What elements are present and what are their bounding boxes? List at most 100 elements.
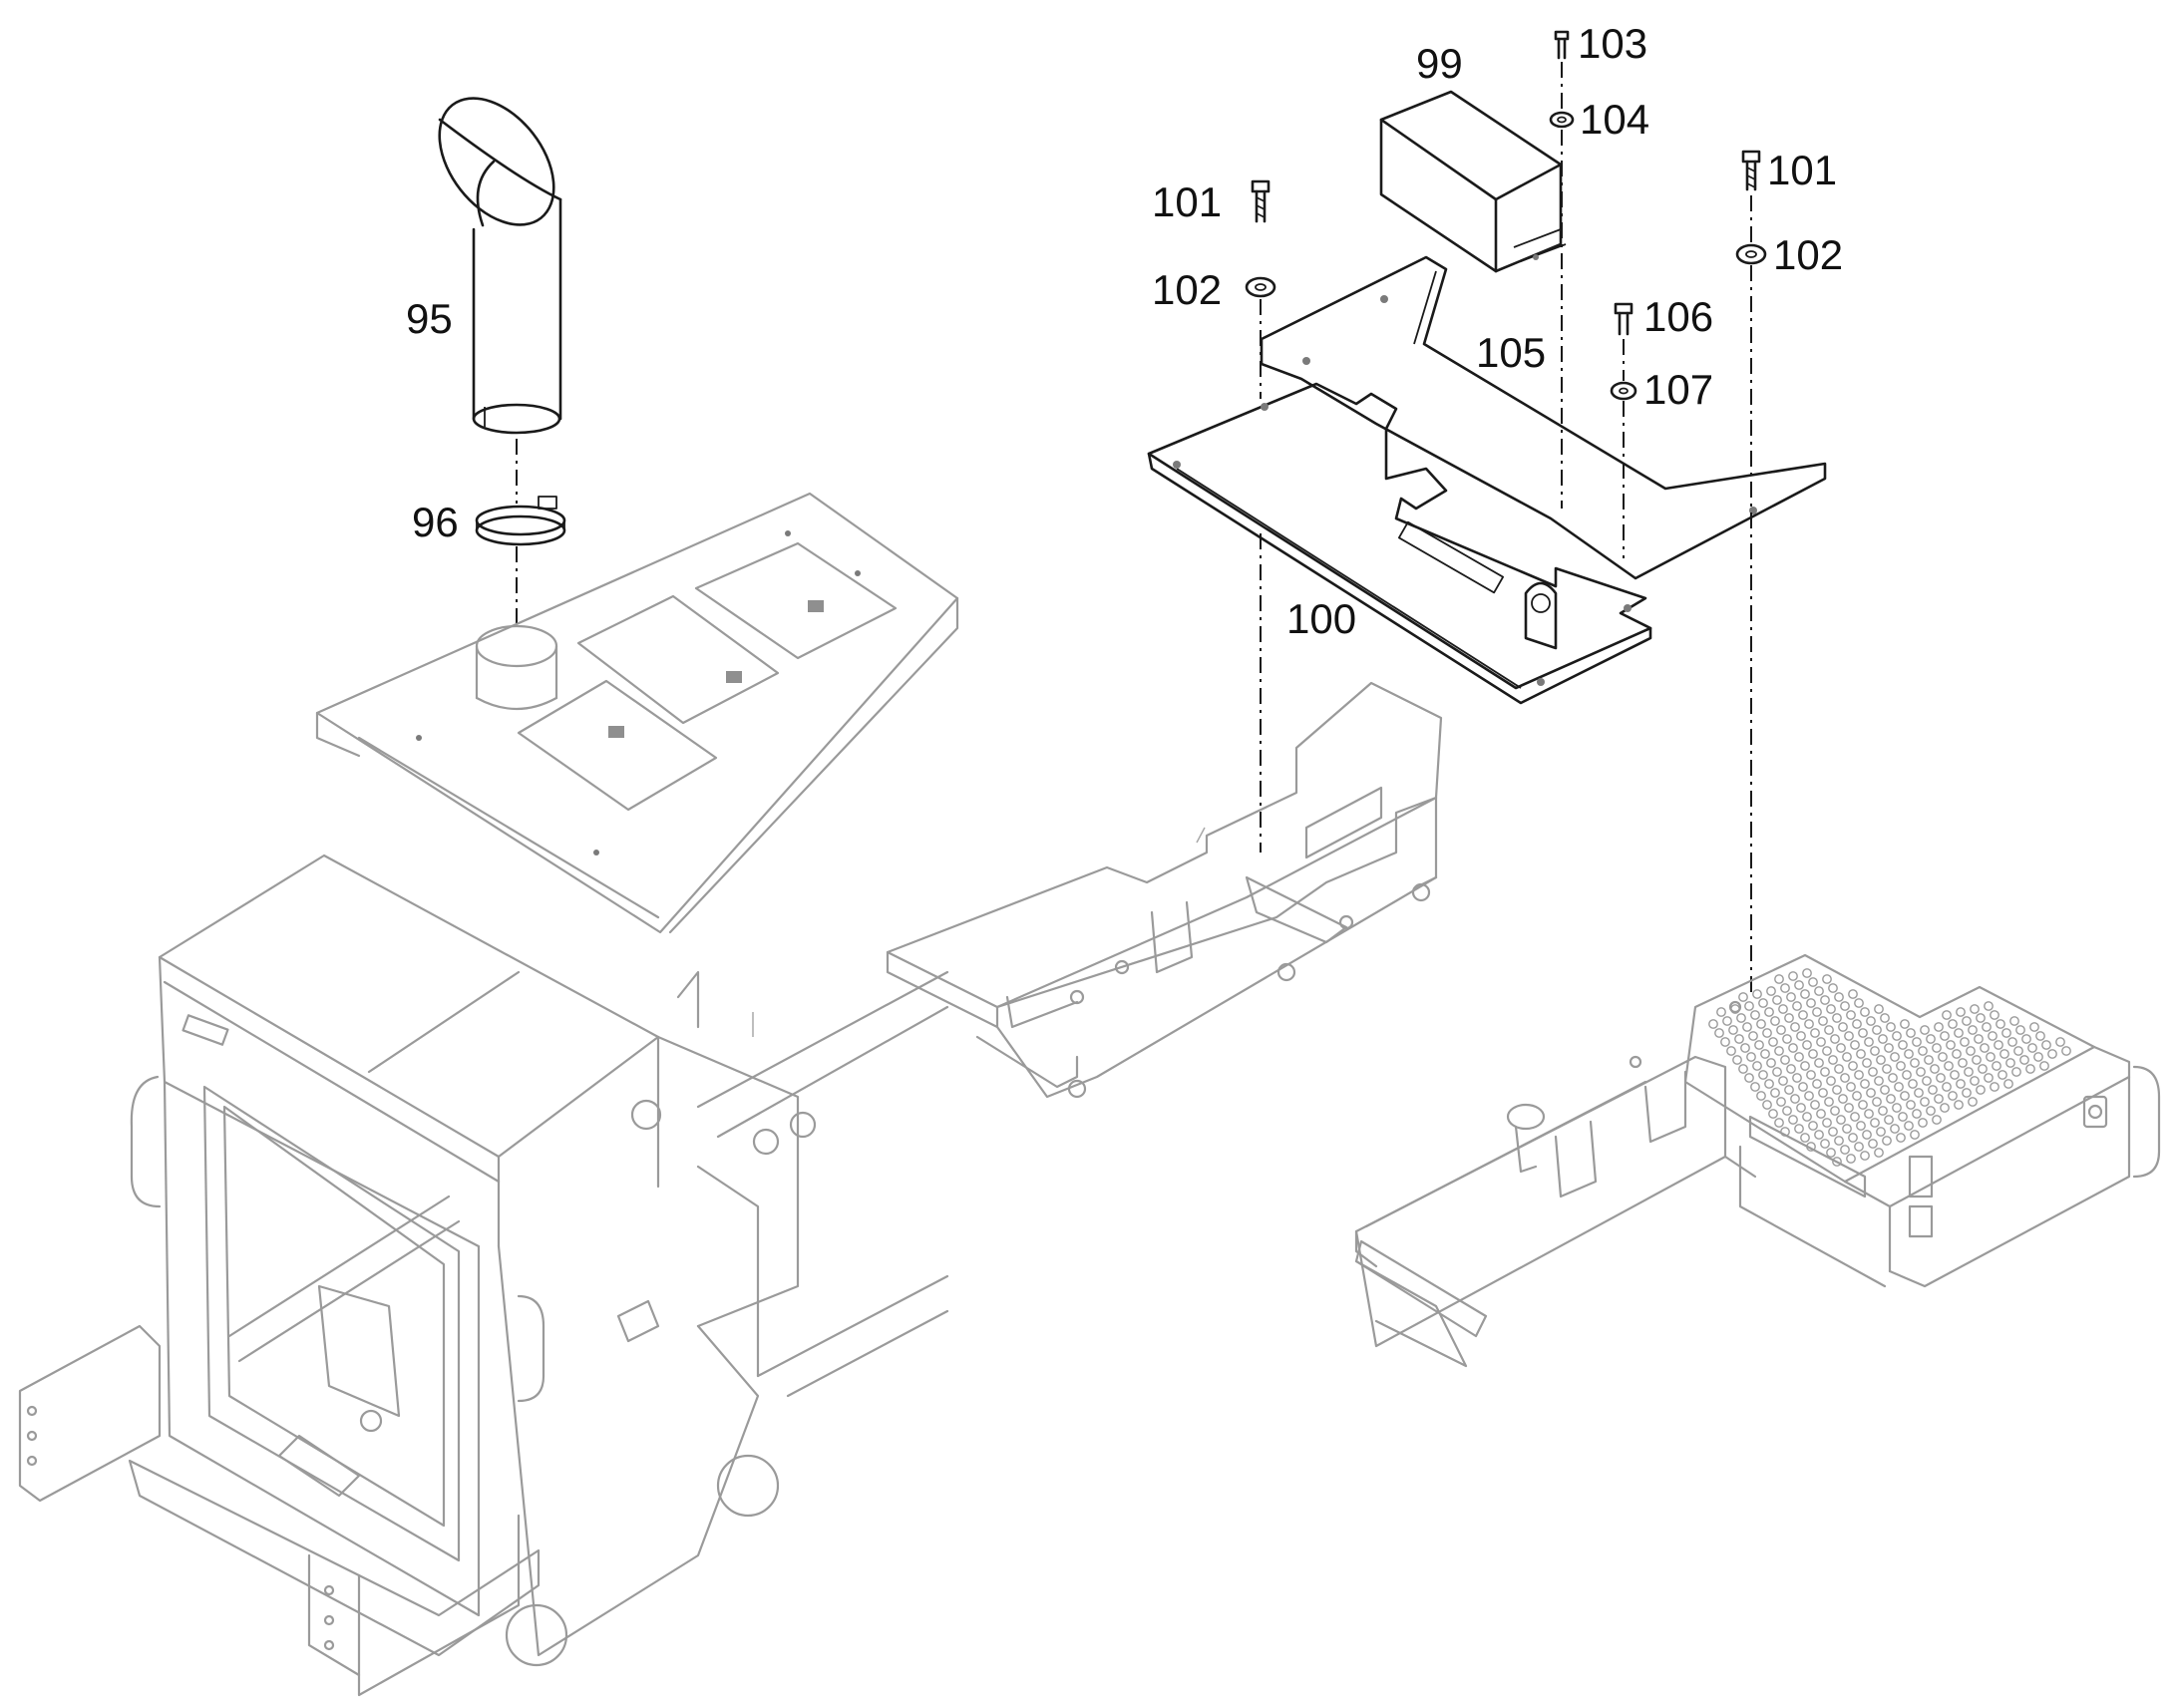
grille-hole — [1916, 1067, 1926, 1077]
grille-hole — [1808, 1121, 1818, 1131]
grille-hole — [1974, 1034, 1984, 1044]
grille-hole — [2035, 1031, 2045, 1041]
grille-hole — [1780, 983, 1790, 993]
grille-hole — [1874, 1076, 1884, 1086]
grille-hole — [1994, 1040, 2003, 1050]
grille-hole — [1820, 1139, 1830, 1149]
grille-hole — [1868, 1139, 1878, 1149]
grille-hole — [1880, 1013, 1890, 1023]
grille-hole — [1764, 1079, 1774, 1089]
grille-hole — [1862, 1058, 1872, 1068]
grille-hole — [1962, 1016, 1972, 1026]
callout-103: 103 — [1578, 20, 1647, 67]
grille-hole — [1870, 1118, 1880, 1128]
grille-hole — [1906, 1028, 1916, 1038]
grille-hole — [1752, 989, 1762, 999]
grille-hole — [1820, 995, 1830, 1005]
grille-hole — [1884, 1115, 1894, 1125]
grille-hole — [1970, 1004, 1980, 1014]
grille-hole — [1920, 1025, 1930, 1035]
grille-hole — [1924, 1055, 1934, 1065]
grille-hole — [1888, 1073, 1898, 1083]
grille-hole — [1942, 1082, 1952, 1092]
grille-hole — [1848, 989, 1858, 999]
grille-hole — [1826, 1076, 1836, 1086]
grille-hole — [1732, 1055, 1742, 1065]
grille-hole — [1802, 968, 1812, 978]
grille-hole — [2001, 1028, 2011, 1038]
grille-hole — [1976, 1085, 1986, 1095]
grille-hole — [1744, 1073, 1754, 1083]
grille-hole — [1948, 1019, 1958, 1029]
grille-hole — [1860, 1151, 1870, 1161]
grille-hole — [1836, 1115, 1846, 1125]
callout-106: 106 — [1643, 293, 1713, 340]
grille-hole — [1854, 1142, 1864, 1152]
grille-hole — [1744, 1001, 1754, 1011]
machine-frame — [18, 854, 949, 1697]
grille-hole — [1708, 1019, 1718, 1029]
grille-hole — [1734, 1034, 1744, 1044]
washer-104 — [1549, 111, 1575, 129]
grille-hole — [2013, 1046, 2023, 1056]
grille-hole — [1728, 1025, 1738, 1035]
grille-hole — [1886, 1094, 1896, 1104]
grille-hole — [1928, 1085, 1938, 1095]
grille-hole — [1840, 1001, 1850, 1011]
grille-hole — [1816, 1109, 1826, 1119]
grille-hole — [1944, 1061, 1954, 1071]
grille-hole — [1762, 1028, 1772, 1038]
grille-hole — [1848, 1133, 1858, 1143]
grille-hole — [1768, 1037, 1778, 1047]
grille-hole — [1824, 1025, 1834, 1035]
grille-hole — [1822, 974, 1832, 984]
grille-hole — [1920, 1097, 1930, 1107]
grille-hole — [1854, 1070, 1864, 1080]
grille-hole — [1930, 1064, 1940, 1074]
callout-99: 99 — [1416, 40, 1463, 87]
washer-102-right — [1735, 243, 1767, 265]
grille-hole — [1940, 1031, 1950, 1041]
grille-hole — [2003, 1079, 2013, 1089]
grille-hole — [1898, 1112, 1908, 1122]
grille-hole — [1786, 992, 1796, 1002]
grille-hole — [1900, 1019, 1910, 1029]
grille-hole — [1864, 1037, 1874, 1047]
grille-hole — [1814, 1130, 1824, 1140]
grille-hole — [1990, 1082, 1999, 1092]
grille-hole — [1984, 1001, 1994, 1011]
grille-hole — [2047, 1049, 2057, 1059]
grille-hole — [1858, 1028, 1868, 1038]
grille-hole — [1982, 1022, 1992, 1032]
grille-hole — [1874, 1004, 1884, 1014]
grille-hole — [1912, 1109, 1922, 1119]
grille-hole — [1904, 1121, 1914, 1131]
grille-hole — [1932, 1043, 1942, 1053]
grille-hole — [1760, 1049, 1770, 1059]
grille-hole — [1748, 1031, 1758, 1041]
grille-hole — [1784, 1085, 1794, 1095]
grille-hole — [1906, 1100, 1916, 1110]
grille-hole — [1902, 1070, 1912, 1080]
grille-hole — [1846, 1154, 1856, 1164]
grille-hole — [1838, 1094, 1848, 1104]
grille-hole — [1918, 1118, 1928, 1128]
grille-hole — [1796, 1103, 1806, 1113]
grille-hole — [1962, 1088, 1972, 1098]
grille-hole — [1726, 1046, 1736, 1056]
grille-hole — [1896, 1133, 1906, 1143]
grille-hole — [1740, 1043, 1750, 1053]
grille-hole — [1954, 1028, 1964, 1038]
grille-hole — [1848, 1061, 1858, 1071]
grille-hole — [1798, 1010, 1808, 1020]
grille-hole — [1850, 1112, 1860, 1122]
grille-hole — [1838, 1022, 1848, 1032]
grille-hole — [2041, 1040, 2051, 1050]
grille-hole — [1716, 1007, 1726, 1017]
grille-hole — [1746, 1052, 1756, 1062]
grille-hole — [1792, 1073, 1802, 1083]
grille-hole — [1792, 1001, 1802, 1011]
grille-hole — [1984, 1073, 1994, 1083]
grille-hole — [1814, 986, 1824, 996]
grille-hole — [1884, 1043, 1894, 1053]
